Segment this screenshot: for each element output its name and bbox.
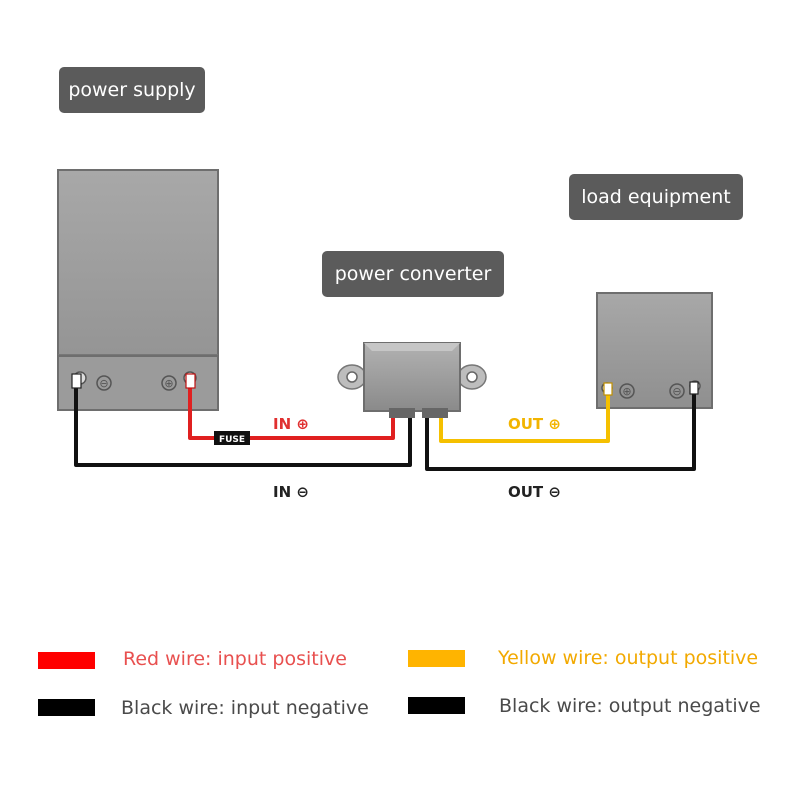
legend-swatch-black-input: [38, 699, 95, 716]
black-wire-output-negative: [425, 389, 696, 471]
power-converter-label: power converter: [322, 251, 504, 297]
legend-swatch-yellow: [408, 650, 465, 667]
legend-text-yellow: Yellow wire: output positive: [498, 647, 759, 669]
legend-text-black-input: Black wire: input negative: [121, 697, 369, 719]
load-negative-sign: ⊖: [672, 385, 681, 398]
in-negative-label: IN ⊖: [273, 483, 309, 501]
load-positive-sign: ⊕: [622, 385, 631, 398]
legend-swatch-black-output: [408, 697, 465, 714]
wires: [71, 373, 699, 471]
supply-positive-sign: ⊕: [164, 377, 173, 390]
power-supply-label: power supply: [59, 67, 205, 113]
fuse: FUSE: [214, 431, 250, 445]
power-supply-unit: ⊖ ⊕: [57, 169, 219, 411]
yellow-wire-output-positive: [439, 391, 610, 443]
out-positive-label: OUT ⊕: [508, 415, 561, 433]
legend-text-black-output: Black wire: output negative: [499, 695, 761, 717]
legend-swatch-red: [38, 652, 95, 669]
out-negative-label: OUT ⊖: [508, 483, 561, 501]
load-equipment-label: load equipment: [569, 174, 743, 220]
fuse-label: FUSE: [219, 435, 245, 445]
red-wire-input-positive: [188, 383, 395, 440]
in-positive-label: IN ⊕: [273, 415, 309, 433]
black-wire-input-negative: [74, 383, 412, 467]
supply-negative-sign: ⊖: [99, 377, 108, 390]
power-converter-unit: [337, 342, 487, 412]
legend-text-red: Red wire: input positive: [123, 648, 347, 670]
